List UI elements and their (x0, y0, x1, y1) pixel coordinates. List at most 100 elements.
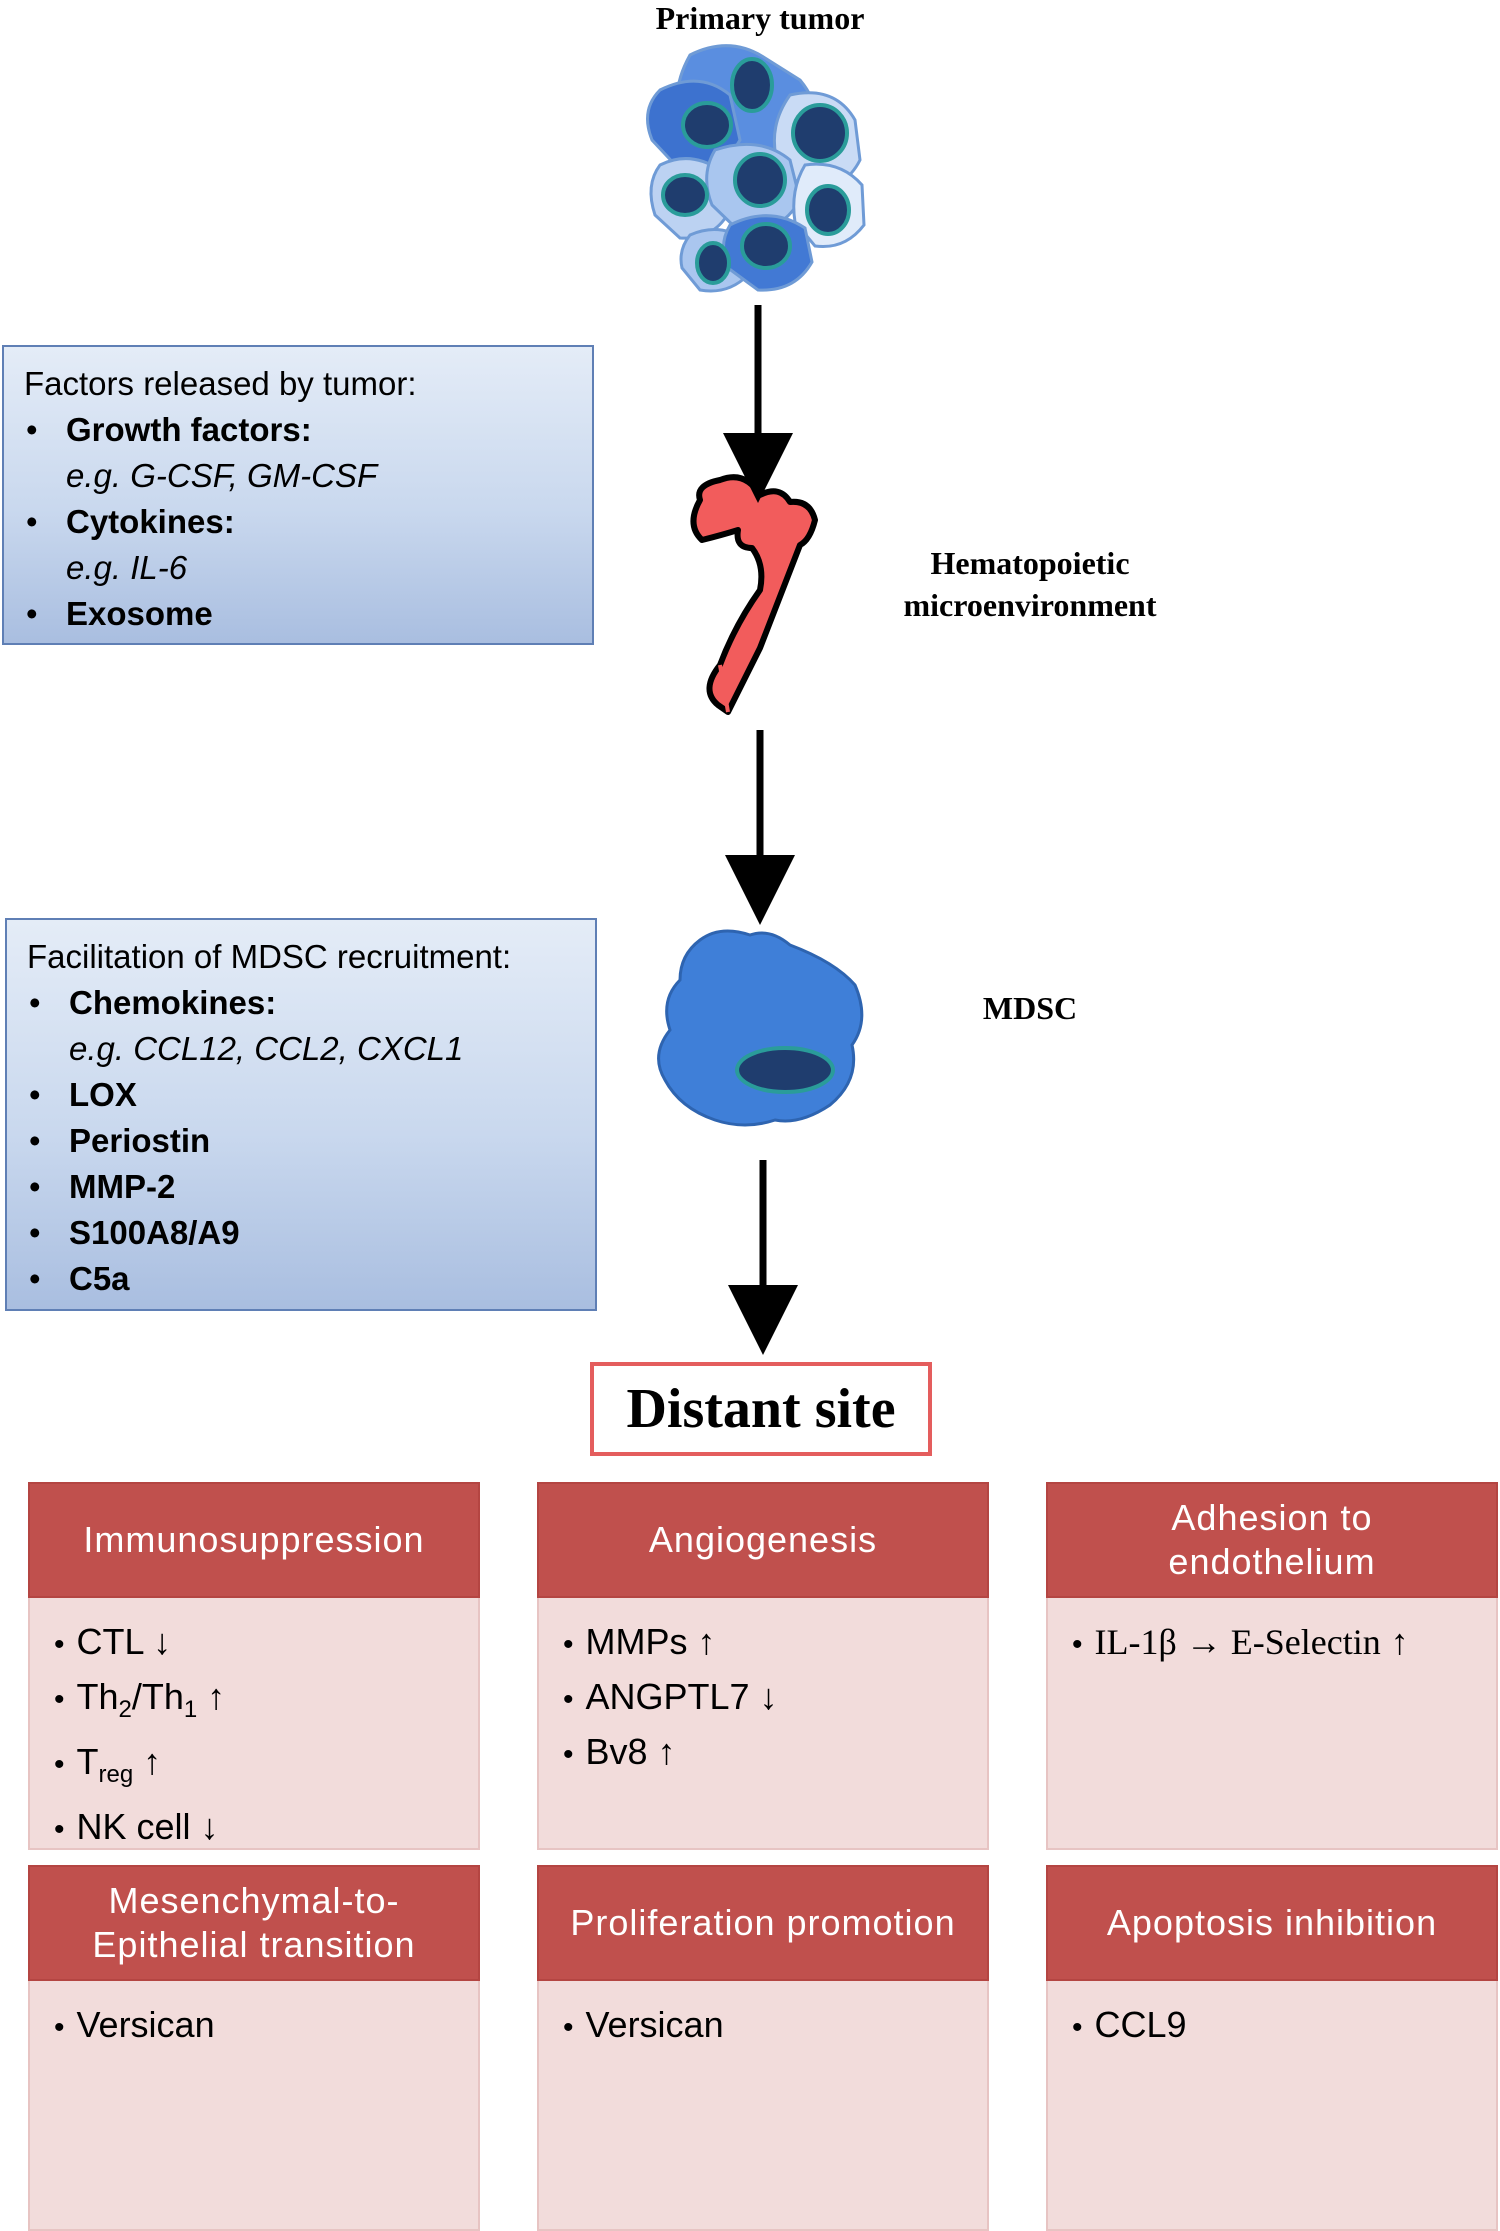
bullet-icon: • (563, 1738, 574, 1771)
list-item: • Versican (563, 1999, 963, 2054)
up-arrow-icon: ↑ (697, 1622, 716, 1662)
factor-name: S100A8/A9 (69, 1214, 240, 1251)
down-arrow-icon: ↓ (759, 1677, 778, 1717)
list-item: • MMP-2 (27, 1164, 575, 1210)
item-label: Versican (585, 2004, 724, 2045)
list-item: • Exosome (24, 591, 572, 637)
item-label: Versican (76, 2004, 215, 2045)
mdsc-cell-icon (657, 929, 864, 1127)
flow-arrows (723, 305, 798, 1355)
factor-name: Growth factors: (66, 411, 312, 448)
card-title: Proliferation promotion (537, 1865, 989, 1981)
mdsc-recruitment-box: Facilitation of MDSC recruitment: • Chem… (5, 918, 597, 1311)
up-arrow-icon: ↑ (207, 1677, 226, 1717)
factor-example: e.g. CCL12, CCL2, CXCL1 (69, 1030, 464, 1067)
bullet-icon: • (563, 1628, 574, 1661)
item-subscript: reg (98, 1761, 134, 1788)
tumor-factors-box: Factors released by tumor: • Growth fact… (2, 345, 594, 645)
card-body: •IL-1β → E-Selectin ↑ (1046, 1598, 1498, 1850)
bullet-icon: • (26, 503, 38, 540)
card-body: • CCL9 (1046, 1981, 1498, 2231)
factor-name: Exosome (66, 595, 213, 632)
tumor-factors-list: • Growth factors: e.g. G-CSF, GM-CSF • C… (24, 407, 572, 637)
primary-tumor-label: Primary tumor (655, 0, 865, 36)
hematopoietic-label-line2: microenvironment (903, 587, 1157, 623)
bullet-icon: • (54, 1813, 65, 1846)
bullet-icon: • (26, 411, 38, 448)
bullet-icon: • (29, 1076, 41, 1113)
list-item: • LOX (27, 1072, 575, 1118)
factor-name: Cytokines: (66, 503, 235, 540)
list-item: • Chemokines: e.g. CCL12, CCL2, CXCL1 (27, 980, 575, 1072)
factor-name: LOX (69, 1076, 137, 1113)
card-angiogenesis: Angiogenesis •MMPs ↑ •ANGPTL7 ↓ •Bv8 ↑ (537, 1482, 989, 1850)
list-item: • Bv8 ↑ (563, 1726, 963, 1781)
factor-example: e.g. IL-6 (66, 549, 188, 586)
list-item: • CCL9 (1072, 1999, 1472, 2054)
item-label: CCL9 (1094, 2004, 1187, 2045)
bullet-icon: • (563, 1683, 574, 1716)
up-arrow-icon: ↑ (1390, 1622, 1409, 1662)
tumor-factors-title: Factors released by tumor: (24, 365, 417, 402)
down-arrow-icon: ↓ (153, 1622, 172, 1662)
mdsc-recruitment-list: • Chemokines: e.g. CCL12, CCL2, CXCL1 • … (27, 980, 575, 1302)
card-body: • Versican (537, 1981, 989, 2231)
factor-name: Periostin (69, 1122, 211, 1159)
item-subscript: 2 (118, 1696, 132, 1723)
bone-icon (690, 474, 818, 715)
list-item: • Growth factors: e.g. G-CSF, GM-CSF (24, 407, 572, 499)
hematopoietic-label-line1: Hematopoietic (930, 545, 1130, 581)
card-immunosuppression: Immunosuppression •CTL ↓ •Th2/Th1 ↑ •Tre… (28, 1482, 480, 1850)
item-label: CTL (76, 1621, 144, 1662)
bullet-icon: • (1072, 1628, 1083, 1661)
bullet-icon: • (54, 2011, 65, 2044)
card-title: Mesenchymal-to-Epithelial transition (28, 1865, 480, 1981)
card-adhesion: Adhesion to endothelium •IL-1β → E-Selec… (1046, 1482, 1498, 1850)
factor-name: Chemokines: (69, 984, 277, 1021)
item-label: Bv8 (585, 1731, 648, 1772)
bullet-icon: • (29, 1168, 41, 1205)
list-item: • C5a (27, 1256, 575, 1302)
mdsc-recruitment-title: Facilitation of MDSC recruitment: (27, 938, 512, 975)
card-body: • MMPs ↑ • ANGPTL7 ↓ • Bv8 ↑ (537, 1598, 989, 1850)
down-arrow-icon: ↓ (200, 1807, 219, 1847)
mdsc-label: MDSC (982, 990, 1078, 1026)
bullet-icon: • (29, 1122, 41, 1159)
distant-site-box: Distant site (590, 1362, 932, 1456)
list-item: •NK cell ↓ (54, 1801, 454, 1856)
list-item: • Periostin (27, 1118, 575, 1164)
tumor-cluster-icon (646, 44, 866, 293)
up-arrow-icon: ↑ (657, 1732, 676, 1772)
up-arrow-icon: ↑ (143, 1742, 162, 1782)
item-label: MMPs (585, 1621, 688, 1662)
card-title: Apoptosis inhibition (1046, 1865, 1498, 1981)
bullet-icon: • (1072, 2011, 1083, 2044)
bullet-icon: • (29, 984, 41, 1021)
item-label: /Th (131, 1676, 184, 1717)
card-body: • Versican (28, 1981, 480, 2231)
factor-example: e.g. G-CSF, GM-CSF (66, 457, 378, 494)
list-item: • CTL ↓ (54, 1616, 454, 1671)
list-item: • S100A8/A9 (27, 1210, 575, 1256)
list-item: • MMPs ↑ (563, 1616, 963, 1671)
list-item: • Versican (54, 1999, 454, 2054)
card-body: •CTL ↓ •Th2/Th1 ↑ •Treg ↑ •NK cell ↓ (28, 1598, 480, 1850)
item-label: T (76, 1741, 99, 1782)
list-item: • Treg ↑ (54, 1736, 454, 1801)
hematopoietic-label: Hematopoietic microenvironment (860, 542, 1200, 626)
list-item: • Cytokines: e.g. IL-6 (24, 499, 572, 591)
factor-name: C5a (69, 1260, 130, 1297)
card-proliferation: Proliferation promotion • Versican (537, 1865, 989, 2231)
bullet-icon: • (563, 2011, 574, 2044)
bullet-icon: • (54, 1748, 65, 1781)
card-title: Immunosuppression (28, 1482, 480, 1598)
list-item: •IL-1β → E-Selectin ↑ (1072, 1616, 1472, 1671)
bullet-icon: • (29, 1214, 41, 1251)
bullet-icon: • (26, 595, 38, 632)
bullet-icon: • (54, 1628, 65, 1661)
item-label: ANGPTL7 (585, 1676, 750, 1717)
bullet-icon: • (54, 1683, 65, 1716)
card-met: Mesenchymal-to-Epithelial transition • Ve… (28, 1865, 480, 2231)
item-label: Th (76, 1676, 119, 1717)
